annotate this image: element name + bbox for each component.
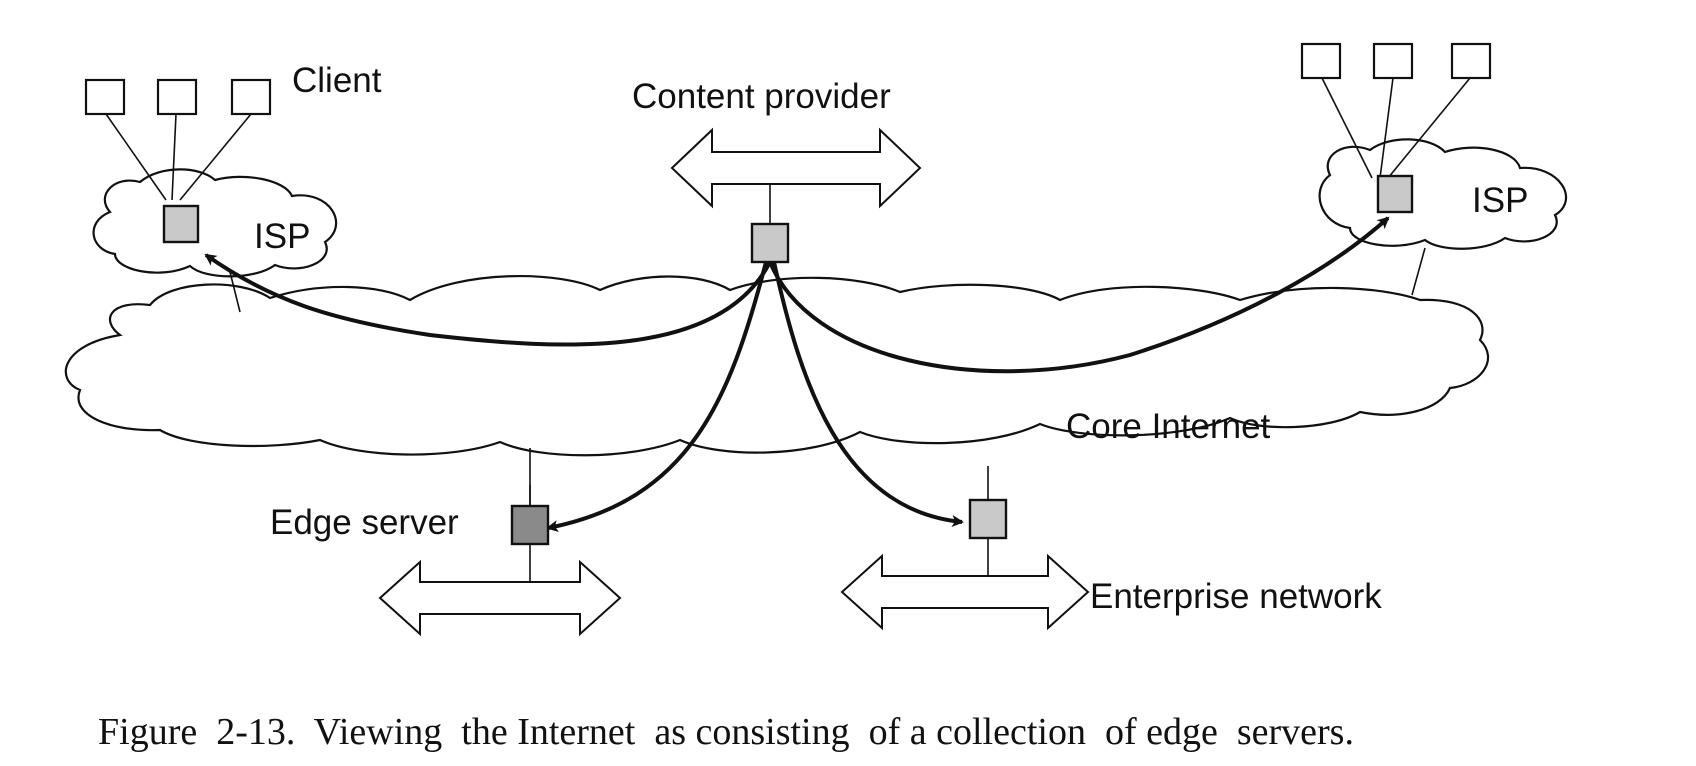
edge-network-bus xyxy=(378,559,622,637)
isp-right-server-icon xyxy=(1376,174,1414,214)
client-link xyxy=(179,113,252,201)
flow-arrow-to-right-isp xyxy=(768,216,1390,374)
enterprise-network-label: Enterprise network xyxy=(1090,577,1382,616)
isp-cloud-left xyxy=(92,168,338,278)
client-terminal-icon xyxy=(230,78,272,116)
flow-arrow-to-edge-server xyxy=(546,261,768,532)
flow-arrow-to-left-isp xyxy=(204,253,772,347)
isp-left-server-icon xyxy=(162,204,200,244)
client-link xyxy=(105,113,167,201)
content-provider-label: Content provider xyxy=(632,77,891,116)
client-link xyxy=(1379,77,1394,179)
client-link xyxy=(1387,77,1471,179)
client-terminal-icon xyxy=(1372,42,1414,80)
flow-arrow-to-enterprise xyxy=(772,261,964,527)
enterprise-network-bus xyxy=(840,553,1090,631)
isp-left-label: ISP xyxy=(254,217,310,256)
isp-right-core-link xyxy=(1411,247,1426,296)
content-provider-server-icon xyxy=(750,222,790,264)
core-internet-cloud xyxy=(64,274,1490,457)
client-terminal-icon xyxy=(1300,42,1342,80)
core-internet-label: Core Internet xyxy=(1066,407,1271,446)
edge-server-label: Edge server xyxy=(270,503,459,542)
client-label: Client xyxy=(292,61,382,100)
edge-server-icon xyxy=(510,504,550,546)
client-terminal-icon xyxy=(156,78,198,116)
client-link xyxy=(171,113,177,201)
content-provider-network-bus xyxy=(670,127,922,209)
enterprise-server-icon xyxy=(968,498,1008,540)
isp-cloud-right xyxy=(1318,138,1568,250)
client-terminal-icon xyxy=(1450,42,1492,80)
isp-left-core-link xyxy=(229,271,241,313)
client-terminal-icon xyxy=(84,78,126,116)
isp-right-label: ISP xyxy=(1472,181,1528,220)
client-link xyxy=(1321,77,1373,179)
figure-caption: Figure 2-13. Viewing the Internet as con… xyxy=(98,711,1354,753)
